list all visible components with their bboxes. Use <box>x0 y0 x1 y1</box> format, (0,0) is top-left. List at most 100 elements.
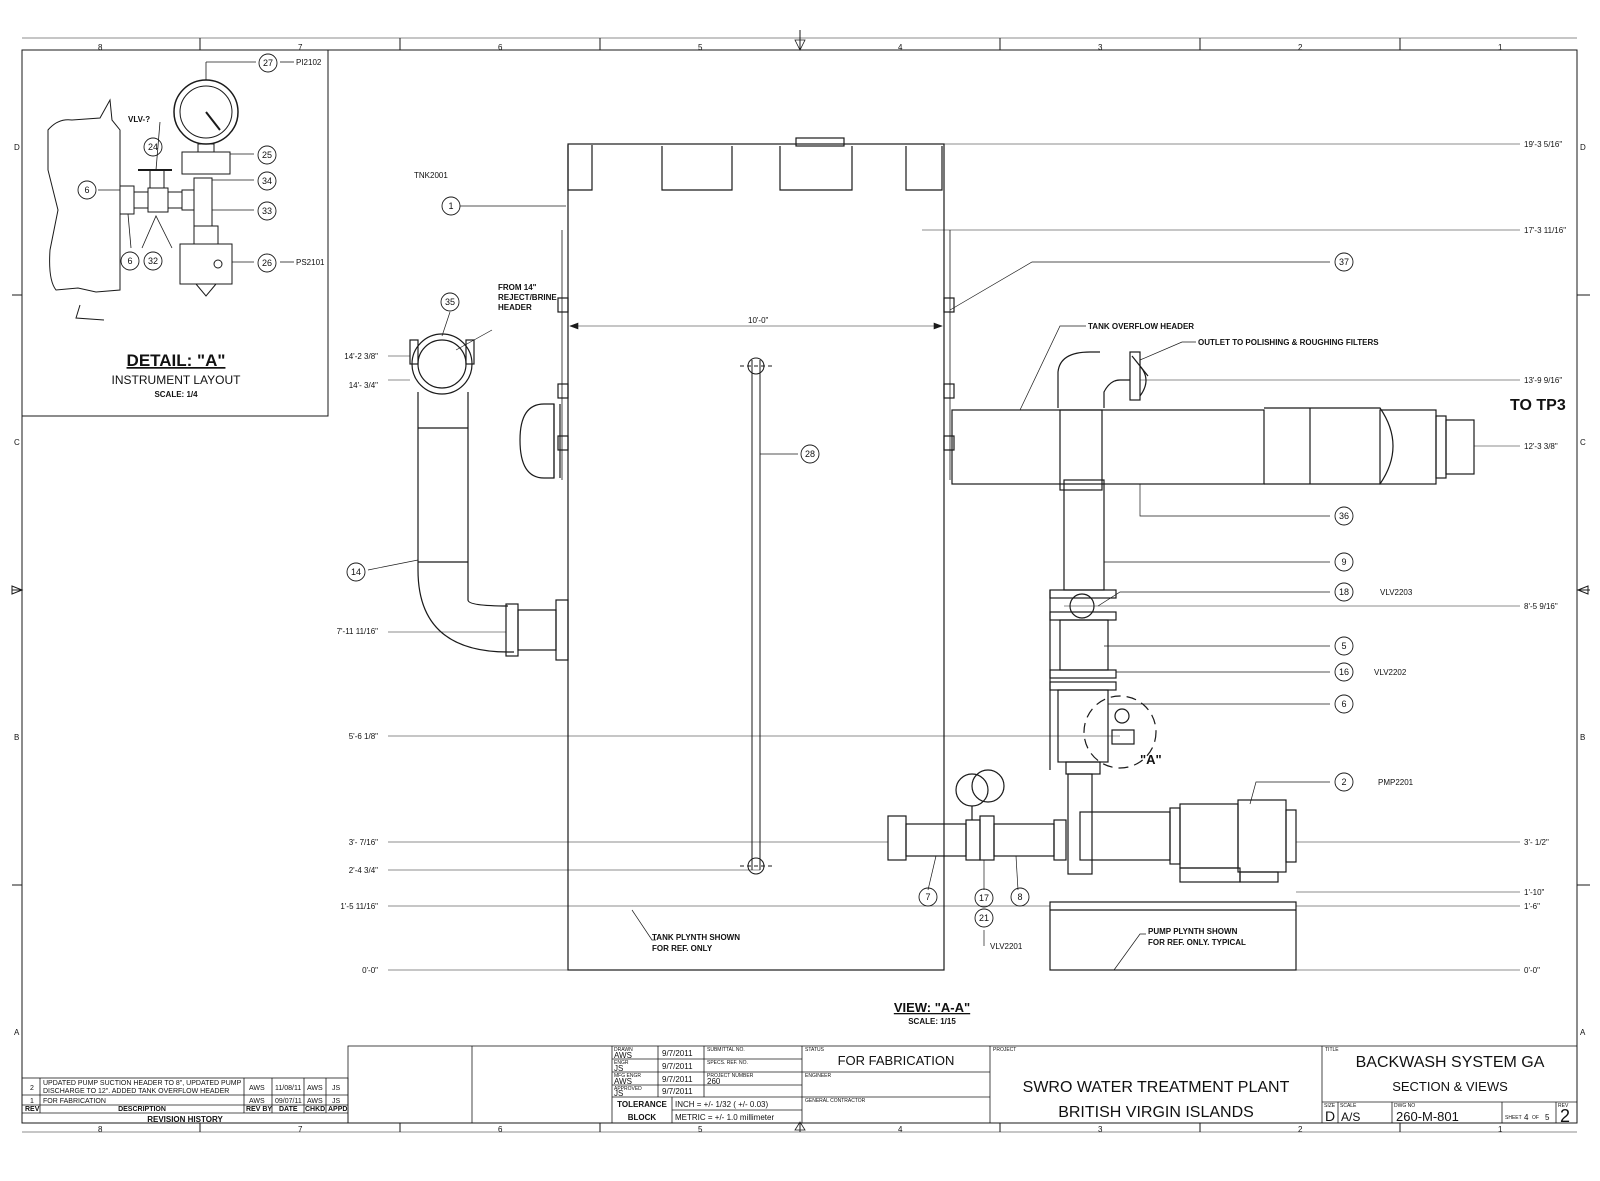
dim-right-13-9: 13'-9 9/16" <box>1524 376 1562 385</box>
detail-callout-6a: 6 <box>84 185 89 195</box>
callout-8: 8 <box>1017 892 1022 902</box>
drawn-name: AWS <box>614 1051 632 1060</box>
rev2-desc-line1: UPDATED PUMP SUCTION HEADER TO 8", UPDAT… <box>43 1080 242 1087</box>
dwg-label: DWG NO <box>1394 1103 1415 1109</box>
detail-valve-label: VLV-? <box>128 115 150 124</box>
pump-riser <box>1049 409 1157 875</box>
drawn-label: DRAWN <box>614 1047 633 1053</box>
detail-tag-ps: PS2101 <box>296 258 325 267</box>
approved-label: APPROVED <box>614 1086 642 1092</box>
zone-left-d: D <box>14 143 20 152</box>
detail-a-reference: "A" <box>1140 752 1162 767</box>
rev-header-date: DATE <box>279 1106 298 1113</box>
pump-assembly <box>887 769 1297 883</box>
drawn-date: 9/7/2011 <box>662 1049 693 1058</box>
pump-plynth-line2: FOR REF. ONLY. TYPICAL <box>1148 938 1246 947</box>
callout-7: 7 <box>925 892 930 902</box>
detail-callout-34: 34 <box>262 176 272 186</box>
callout-14: 14 <box>351 567 361 577</box>
tag-vlv2202: VLV2202 <box>1374 668 1407 677</box>
zone-top-1: 1 <box>1498 43 1503 52</box>
zone-top-2: 2 <box>1298 43 1303 52</box>
dim-left-1-5: 1'-5 11/16" <box>340 902 378 911</box>
rev-header-desc: DESCRIPTION <box>118 1106 166 1113</box>
engineer-label: ENGINEER <box>805 1073 832 1079</box>
zone-bottom-1: 1 <box>1498 1125 1503 1134</box>
rev-header-appd: APPD <box>328 1106 347 1113</box>
tank-tag: TNK2001 <box>414 171 448 180</box>
zone-bottom-7: 7 <box>298 1125 303 1134</box>
status-value: FOR FABRICATION <box>838 1053 955 1068</box>
project-line1: SWRO WATER TREATMENT PLANT <box>1023 1079 1290 1096</box>
detail-callout-32: 32 <box>148 256 158 266</box>
dim-left-2-4: 2'-4 3/4" <box>349 866 378 875</box>
of-label: OF <box>1532 1115 1539 1121</box>
zone-top-4: 4 <box>898 43 903 52</box>
rev-label: REV <box>1558 1103 1569 1109</box>
rev2-chkd: AWS <box>307 1085 323 1092</box>
detail-title: DETAIL: "A" <box>127 351 226 370</box>
detail-callout-33: 33 <box>262 206 272 216</box>
from-header-line3: HEADER <box>498 303 532 312</box>
tag-vlv2201: VLV2201 <box>990 942 1023 951</box>
detail-callout-26: 26 <box>262 258 272 268</box>
engr-date: 9/7/2011 <box>662 1062 693 1071</box>
callout-16: 16 <box>1339 667 1349 677</box>
rev2-desc-line2: DISCHARGE TO 12". ADDED TANK OVERFLOW HE… <box>43 1088 229 1095</box>
zone-bottom-5: 5 <box>698 1125 703 1134</box>
zone-left-c: C <box>14 438 20 447</box>
revision-value: 2 <box>1560 1106 1570 1126</box>
title-label: TITLE <box>1325 1047 1339 1053</box>
zone-top-8: 8 <box>98 43 103 52</box>
reject-brine-pipe <box>409 333 569 661</box>
dimension-lines <box>388 143 1520 971</box>
engr-label: ENGR <box>614 1060 629 1066</box>
detail-a-leaders <box>98 61 294 263</box>
rev1-appd: JS <box>332 1098 341 1105</box>
leader-lines <box>367 205 1330 971</box>
detail-callout-27: 27 <box>263 58 273 68</box>
drawing-number: 260-M-801 <box>1396 1109 1459 1124</box>
dim-left-14-2: 14'-2 3/8" <box>344 352 378 361</box>
rev2-date: 11/08/11 <box>275 1085 301 1092</box>
revision-table-grid <box>21 1077 349 1124</box>
main-callout-circles <box>346 196 1354 928</box>
callout-37: 37 <box>1339 257 1349 267</box>
callout-9: 9 <box>1341 557 1346 567</box>
callout-28: 28 <box>805 449 815 459</box>
width-dimension: 10'-0" <box>748 316 769 325</box>
tag-pmp2201: PMP2201 <box>1378 778 1414 787</box>
mfg-label: MFG ENGR <box>614 1073 641 1079</box>
sheet-border <box>11 30 1590 1133</box>
dim-left-14-0: 14'- 3/4" <box>349 381 378 390</box>
dim-right-8-5: 8'-5 9/16" <box>1524 602 1558 611</box>
overflow-header <box>951 351 1475 485</box>
zone-bottom-8: 8 <box>98 1125 103 1134</box>
from-header-line1: FROM 14" <box>498 283 537 292</box>
detail-tag-pi: PI2102 <box>296 58 322 67</box>
rev2-number: 2 <box>30 1085 34 1092</box>
zone-bottom-4: 4 <box>898 1125 903 1134</box>
tank-plynth-line2: FOR REF. ONLY <box>652 944 713 953</box>
rev-header-chkd: CHKD <box>305 1106 325 1113</box>
project-number: 260 <box>707 1077 721 1086</box>
callout-36: 36 <box>1339 511 1349 521</box>
detail-callout-24: 24 <box>148 142 158 152</box>
detail-subtitle: INSTRUMENT LAYOUT <box>112 373 242 387</box>
zone-left-a: A <box>14 1028 20 1037</box>
status-label: STATUS <box>805 1047 825 1053</box>
specs-label: SPECS. REF. NO. <box>707 1060 748 1066</box>
project-number-label: PROJECT NUMBER <box>707 1073 754 1079</box>
callout-17: 17 <box>979 893 989 903</box>
zone-right-b: B <box>1580 733 1585 742</box>
revision-history-title: REVISION HISTORY <box>147 1115 223 1124</box>
callout-2: 2 <box>1341 777 1346 787</box>
tolerance-metric: METRIC = +/- 1.0 millimeter <box>675 1113 774 1122</box>
zone-left-b: B <box>14 733 19 742</box>
zone-top-6: 6 <box>498 43 503 52</box>
view-scale: SCALE: 1/15 <box>908 1017 956 1026</box>
sheet-label: SHEET <box>1505 1115 1522 1121</box>
rev-header-rev: REV <box>25 1106 40 1113</box>
